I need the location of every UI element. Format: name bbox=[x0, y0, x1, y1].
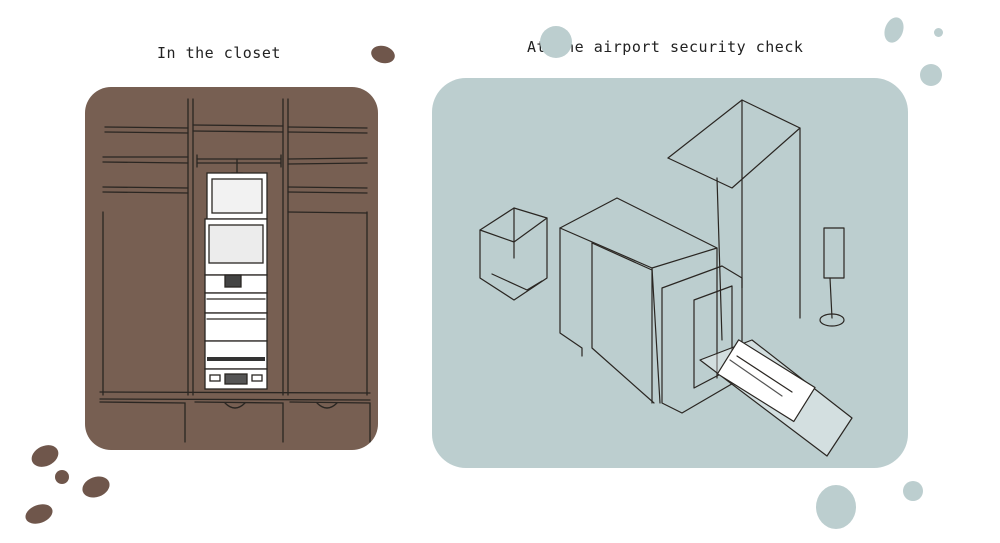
blue-blob bbox=[903, 481, 923, 501]
closet-panel bbox=[85, 87, 378, 450]
blue-blob bbox=[816, 485, 856, 529]
airport-caption: At the airport security check bbox=[527, 38, 804, 56]
blue-blob bbox=[934, 28, 943, 37]
airport-panel bbox=[432, 78, 908, 468]
brown-blob bbox=[28, 441, 62, 471]
brown-blob bbox=[79, 472, 113, 502]
brown-blob bbox=[55, 470, 69, 484]
closet-illustration bbox=[85, 87, 378, 450]
brown-blob bbox=[369, 43, 397, 66]
security-scanner-illustration bbox=[432, 78, 908, 468]
blue-blob bbox=[920, 64, 942, 86]
closet-caption: In the closet bbox=[157, 44, 281, 62]
blue-blob bbox=[881, 14, 907, 46]
brown-blob bbox=[22, 500, 56, 528]
blue-blob bbox=[540, 26, 572, 58]
